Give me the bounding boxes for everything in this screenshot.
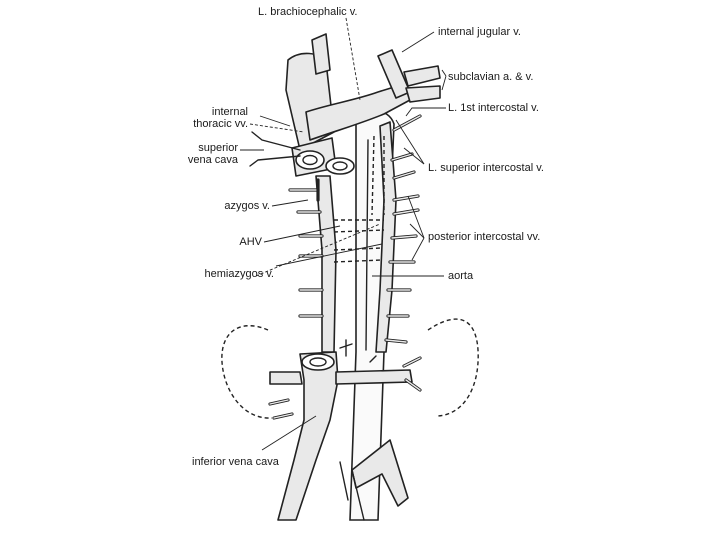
subclavian-branch-1 bbox=[403, 65, 441, 87]
label-superior-vena-cava-line2: vena cava bbox=[187, 154, 238, 166]
subclavian-branch-2 bbox=[405, 85, 441, 103]
label-first-intercostal: L. 1st intercostal v. bbox=[448, 102, 539, 114]
hemiazygos-vein bbox=[375, 121, 397, 353]
label-hemiazygos: hemiazygos v. bbox=[204, 268, 275, 280]
label-inferior-vena-cava: inferior vena cava bbox=[192, 456, 279, 468]
common-iliac-split bbox=[339, 461, 365, 521]
aortic-branch-lower bbox=[369, 355, 377, 363]
aortic-branch-upper bbox=[339, 339, 353, 357]
inferior-vena-cava-tube bbox=[277, 351, 339, 521]
label-aorta: aorta bbox=[448, 270, 474, 282]
right-kidney-outline bbox=[427, 318, 479, 417]
label-posterior-intercostal: posterior intercostal vv. bbox=[428, 231, 541, 243]
label-l-brachiocephalic: L. brachiocephalic v. bbox=[258, 6, 358, 18]
internal-thoracic-tributary bbox=[249, 131, 301, 167]
label-l-superior-intercostal: L. superior intercostal v. bbox=[428, 162, 544, 174]
ahv-dashed-2 bbox=[333, 229, 385, 233]
label-internal-jugular: internal jugular v. bbox=[438, 26, 521, 38]
hemiazygos-dashed-left bbox=[371, 135, 375, 216]
aortic-arch-cut-inner bbox=[332, 161, 348, 171]
label-ahv: AHV bbox=[239, 236, 262, 248]
azygos-vein bbox=[315, 175, 337, 353]
label-superior-vena-cava-line1: superior bbox=[198, 142, 238, 154]
left-renal-vein bbox=[335, 369, 413, 385]
svc-lumen-inner bbox=[302, 154, 318, 166]
right-jugular-tube bbox=[311, 33, 331, 75]
label-subclavian: subclavian a. & v. bbox=[448, 71, 534, 83]
label-internal-thoracic-line1: internal bbox=[211, 106, 248, 118]
label-azygos: azygos v. bbox=[224, 200, 270, 212]
label-internal-thoracic-line2: thoracic vv. bbox=[193, 118, 248, 130]
ivc-lumen-inner bbox=[309, 357, 327, 367]
ahv-dashed-4 bbox=[333, 259, 383, 263]
right-renal-vein bbox=[269, 371, 303, 385]
left-kidney-outline bbox=[221, 325, 273, 419]
aorta-inner-line bbox=[365, 139, 369, 351]
leader-lines bbox=[240, 17, 447, 451]
right-intercostal-branches bbox=[288, 178, 324, 318]
